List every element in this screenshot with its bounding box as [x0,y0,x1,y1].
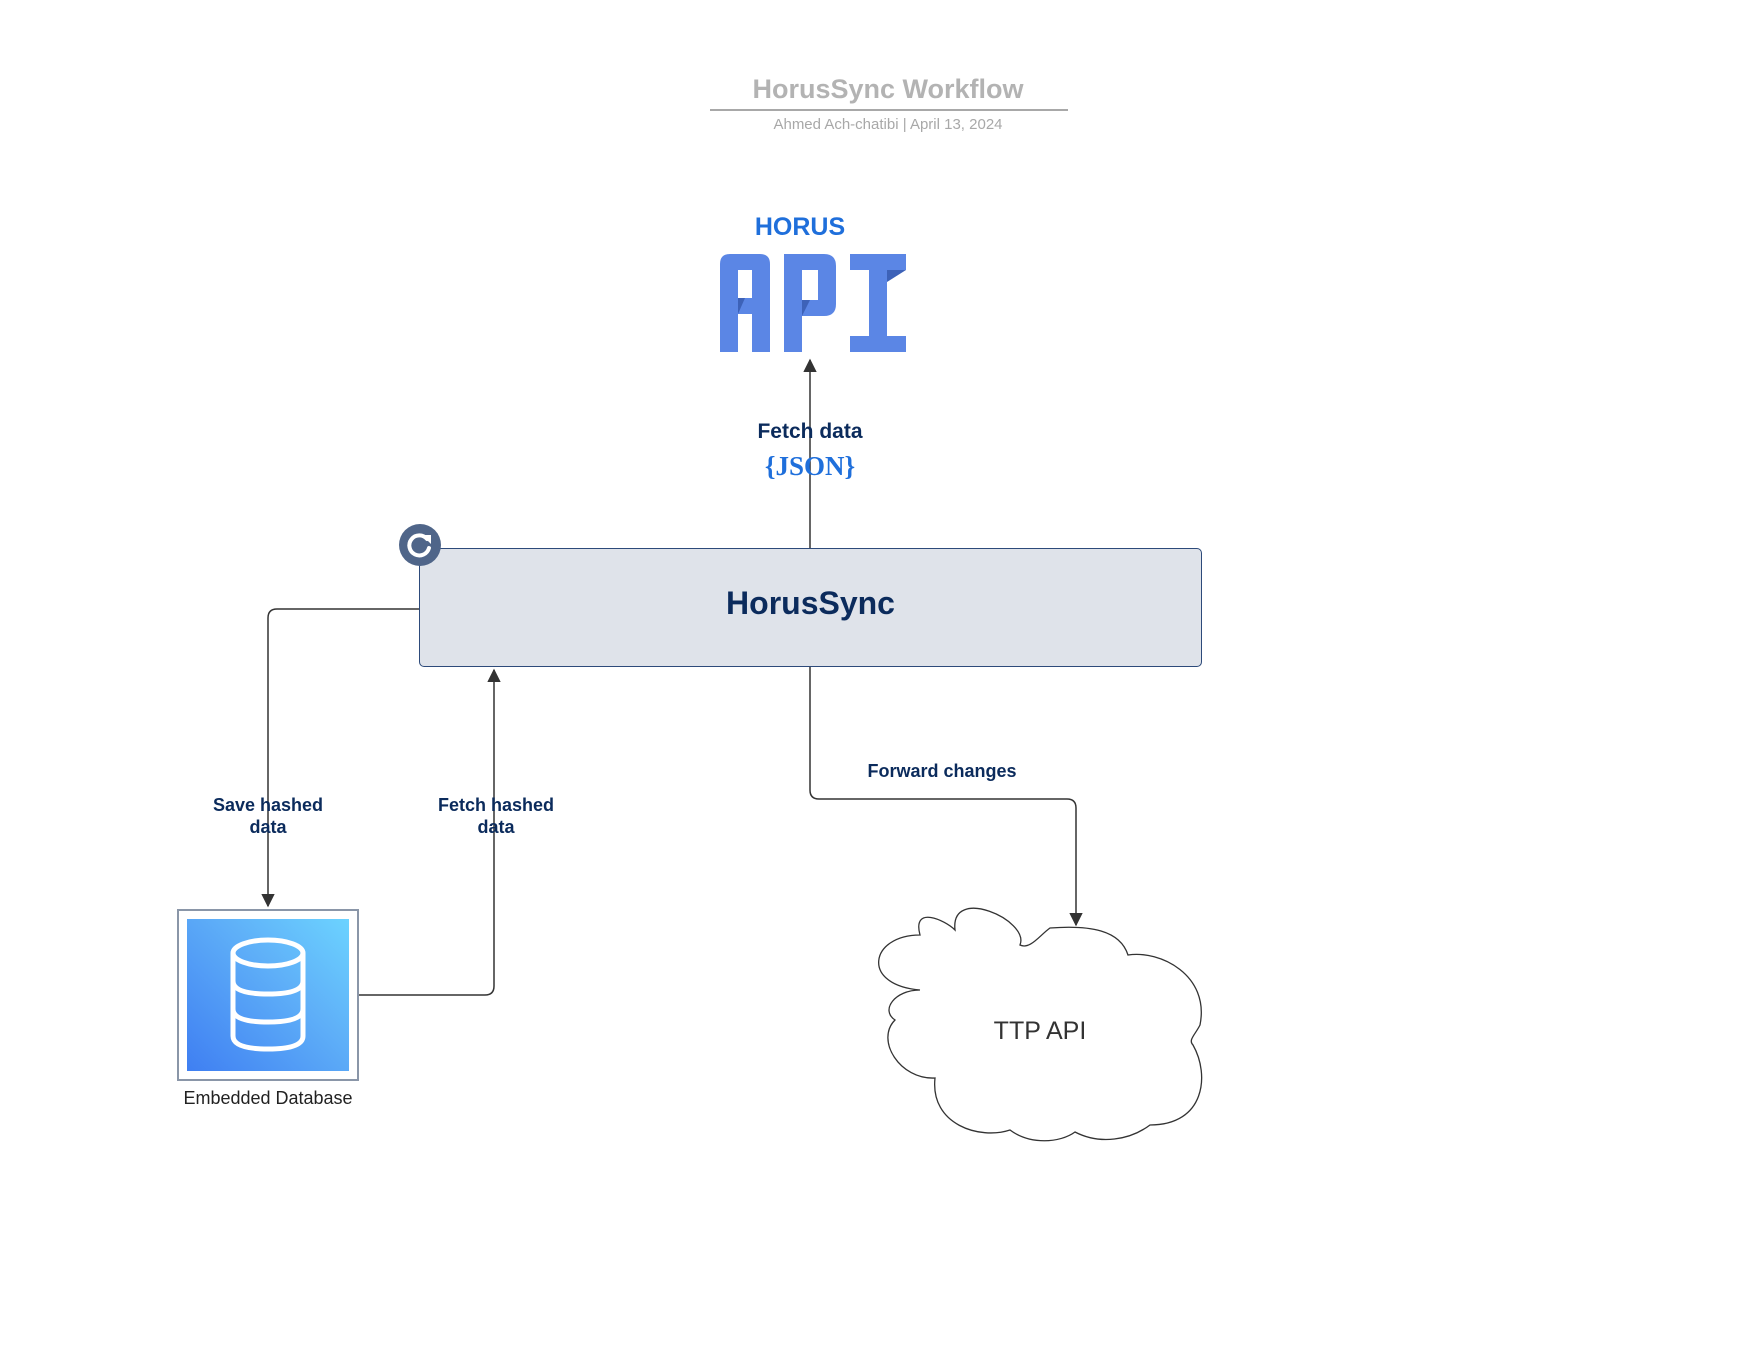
horus-label: HORUS [754,213,846,241]
horussync-label: HorusSync [726,585,895,621]
edge-label-save-hashed: Save hashed data [212,795,324,837]
edge-forward-changes [809,667,1083,927]
title-divider [710,109,1068,111]
ttp-cloud-shape[interactable] [878,907,1203,1142]
database-icon [230,937,306,1052]
edge-save-hashed [261,608,419,908]
refresh-icon [398,523,442,567]
api-logo-icon [720,254,906,352]
horussync-node[interactable]: HorusSync [419,548,1202,667]
edge-label-fetch-data: Fetch data [757,420,863,443]
diagram-subtitle: Ahmed Ach-chatibi | April 13, 2024 [773,116,1003,133]
ttp-api-label: TTP API [993,1017,1087,1045]
database-caption: Embedded Database [183,1088,353,1108]
edge-label-fetch-hashed: Fetch hashed data [437,795,555,837]
embedded-database-node[interactable] [177,909,359,1081]
database-tile [187,919,349,1071]
edge-label-forward-changes: Forward changes [867,761,1017,781]
diagram-title: HorusSync Workflow [752,74,1024,104]
horus-api-node[interactable] [718,252,908,352]
json-format-label: {JSON} [764,451,856,481]
edge-fetch-hashed [359,668,501,996]
